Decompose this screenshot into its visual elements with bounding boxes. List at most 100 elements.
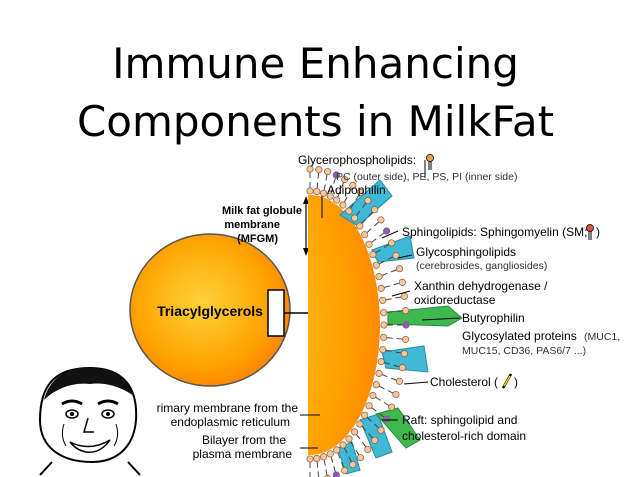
triacylglycerols-label: Triacylglycerols bbox=[157, 303, 263, 319]
lipid-headgroup bbox=[324, 168, 332, 176]
raft-label-1: Raft: sphingolipid and bbox=[402, 413, 517, 427]
lipid-headgroup bbox=[377, 284, 385, 292]
lipid-headgroup bbox=[356, 188, 365, 196]
bilayer-label-2: plasma membrane bbox=[193, 447, 293, 461]
lipid-headgroup bbox=[377, 216, 385, 224]
lipid-headgroup bbox=[333, 446, 341, 454]
cholesterol-icon bbox=[501, 373, 513, 389]
lipid-headgroup bbox=[306, 455, 314, 463]
lipid-headgroup bbox=[383, 415, 391, 423]
zoom-box bbox=[267, 289, 285, 337]
lipid-headgroup bbox=[326, 192, 334, 200]
small-fat-globule bbox=[129, 233, 291, 387]
lipid-headgroup bbox=[379, 296, 387, 304]
lipid-headgroup bbox=[383, 227, 391, 235]
globule-core-section bbox=[308, 195, 380, 455]
lipid-headgroup bbox=[400, 350, 408, 358]
lipid-headgroup bbox=[375, 369, 383, 377]
lipid-headgroup bbox=[369, 250, 377, 259]
lipid-headgroup bbox=[388, 403, 396, 411]
bilayer-label-1: Bilayer from the bbox=[202, 433, 286, 447]
lipid-headgroup bbox=[388, 239, 396, 247]
lipid-headgroup bbox=[380, 333, 388, 341]
cholesterol-label: Cholesterol ( bbox=[430, 375, 498, 389]
lipid-headgroup bbox=[361, 411, 369, 419]
lipid-headgroup bbox=[361, 231, 369, 239]
title-line-2: Components in MilkFat bbox=[76, 97, 555, 146]
lipid-headgroup bbox=[351, 428, 359, 436]
lipid-headgroup bbox=[375, 273, 383, 281]
phospholipid-icon bbox=[426, 154, 434, 170]
sphingolipids-label: Sphingolipids: Sphingomyelin (SM; bbox=[402, 225, 587, 239]
lipid-headgroup bbox=[369, 391, 377, 400]
lipid-headgroup bbox=[320, 189, 328, 197]
lipid-headgroup bbox=[371, 206, 379, 214]
lipid-headgroup bbox=[371, 436, 379, 444]
xanthin-label-1: Xanthin dehydrogenase / bbox=[414, 279, 548, 293]
sphingomyelin-icon bbox=[586, 224, 594, 240]
lipid-headgroup bbox=[339, 201, 347, 209]
glycosphingolipids-label: Glycosphingolipids bbox=[416, 245, 516, 259]
glycosylated-label-1: Glycosylated proteins bbox=[462, 329, 577, 343]
lipid-headgroup bbox=[345, 207, 353, 215]
lipid-headgroup bbox=[313, 188, 321, 196]
protein-blue-4 bbox=[359, 413, 393, 459]
lipid-headgroup bbox=[306, 165, 314, 173]
glycosphingolipids-detail: (cerebrosides, gangliosides) bbox=[416, 260, 547, 272]
lipid-headgroup bbox=[315, 166, 323, 174]
lipid-headgroup bbox=[364, 445, 372, 454]
lipid-headgroup bbox=[365, 402, 373, 410]
lipid-headgroup bbox=[392, 251, 400, 260]
lipid-headgroup bbox=[395, 265, 404, 273]
protein-green-butyrophilin bbox=[387, 305, 463, 327]
lipid-headgroup bbox=[341, 466, 349, 475]
primary-membrane-label-1: rimary membrane from the bbox=[157, 401, 299, 415]
raft-label-2: cholesterol-rich domain bbox=[402, 429, 526, 443]
lipid-headgroup bbox=[402, 321, 410, 329]
lipid-headgroup bbox=[356, 454, 365, 462]
mfgm-label-1: Milk fat globule bbox=[222, 205, 302, 217]
lipid-headgroup bbox=[372, 381, 380, 389]
xanthin-label-2: oxidoreductase bbox=[414, 293, 496, 307]
adipophilin-label: Adipophilin bbox=[327, 183, 386, 197]
lipid-headgroup bbox=[332, 471, 340, 477]
membrane-bilayer bbox=[306, 165, 410, 477]
lipid-headgroup bbox=[351, 214, 359, 222]
lipid-headgroup bbox=[379, 346, 387, 354]
butyrophilin-label: Butyrophilin bbox=[462, 311, 525, 325]
lipid-headgroup bbox=[380, 309, 388, 317]
lipid-headgroup bbox=[339, 441, 347, 449]
mfgm-label-3: (MFGM) bbox=[237, 233, 278, 245]
glycerophospholipids-label: Glycerophospholipids: bbox=[298, 153, 416, 167]
lipid-headgroup bbox=[377, 358, 385, 366]
lipid-headgroup bbox=[345, 435, 353, 443]
lipid-headgroup bbox=[402, 307, 410, 315]
lipid-tail bbox=[317, 471, 320, 477]
lipid-headgroup bbox=[356, 222, 364, 230]
glycosylated-detail-1: (MUC1, bbox=[584, 331, 620, 343]
lipid-headgroup bbox=[332, 171, 340, 179]
glycerophospholipids-detail: PC (outer side), PE, PS, PI (inner side) bbox=[336, 171, 517, 183]
lipid-headgroup bbox=[320, 453, 328, 461]
lipid-headgroup bbox=[356, 420, 364, 428]
lipid-headgroup bbox=[306, 187, 314, 195]
lipid-headgroup bbox=[333, 196, 341, 204]
lipid-headgroup bbox=[380, 321, 388, 329]
glycosylated-detail-2: MUC15, CD36, PAS6/7 ...) bbox=[462, 345, 586, 357]
lipid-headgroup bbox=[313, 454, 321, 462]
lipid-headgroup bbox=[349, 181, 357, 189]
lipid-headgroup bbox=[400, 292, 408, 300]
lipid-headgroup bbox=[365, 240, 373, 248]
lipid-headgroup bbox=[326, 450, 334, 458]
lipid-headgroup bbox=[395, 377, 404, 385]
mfgm-label-2: membrane bbox=[224, 219, 280, 231]
rage-face-icon bbox=[38, 366, 141, 476]
protein-blue-2 bbox=[371, 235, 415, 263]
pointer-lines bbox=[300, 160, 461, 449]
lipid-headgroup bbox=[364, 196, 372, 205]
mfgm-arrow-down bbox=[303, 248, 309, 256]
lipid-headgroup bbox=[372, 261, 380, 269]
lipid-headgroup bbox=[402, 335, 410, 343]
lipid-headgroup bbox=[349, 461, 357, 469]
